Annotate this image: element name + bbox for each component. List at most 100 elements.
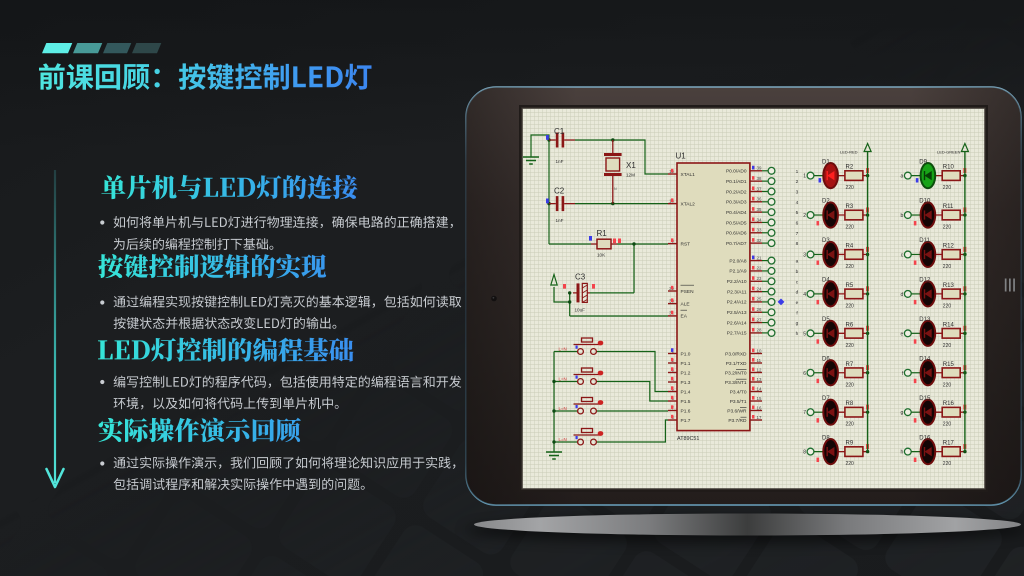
svg-text:2: 2: [796, 179, 799, 185]
svg-text:28: 28: [757, 328, 762, 333]
svg-text:34: 34: [757, 217, 762, 222]
svg-text:220: 220: [846, 422, 855, 428]
svg-text:220: 220: [846, 461, 855, 467]
svg-text:h: h: [796, 331, 799, 337]
svg-text:P2.0/A8: P2.0/A8: [729, 258, 746, 264]
svg-text:PSEN: PSEN: [681, 289, 695, 295]
svg-text:P0.3/AD3: P0.3/AD3: [726, 200, 747, 206]
svg-text:a: a: [796, 260, 799, 265]
svg-text:P2.1/A9: P2.1/A9: [729, 269, 746, 275]
svg-text:D2: D2: [822, 199, 830, 205]
svg-text:P0.5/AD5: P0.5/AD5: [726, 220, 747, 226]
svg-text:e: e: [901, 331, 904, 337]
svg-text:P3.3/INT1: P3.3/INT1: [725, 380, 747, 386]
svg-text:P2.5/A13: P2.5/A13: [727, 310, 747, 316]
svg-text:7: 7: [803, 410, 806, 416]
svg-text:b: b: [901, 213, 904, 219]
svg-text:c: c: [901, 252, 904, 258]
svg-text:P2.2/A10: P2.2/A10: [727, 279, 747, 285]
svg-text:D15: D15: [919, 396, 931, 402]
svg-text:27: 27: [757, 317, 762, 322]
svg-text:11: 11: [757, 358, 762, 363]
svg-text:C3: C3: [575, 273, 586, 282]
svg-text:14: 14: [757, 386, 762, 391]
svg-text:P2.6/A14: P2.6/A14: [727, 320, 747, 326]
svg-text:f: f: [796, 310, 798, 316]
svg-text:D12: D12: [919, 278, 931, 284]
svg-text:D14: D14: [919, 356, 931, 362]
svg-text:39: 39: [757, 166, 762, 171]
svg-text:38: 38: [757, 176, 762, 181]
svg-text:X1: X1: [626, 161, 636, 170]
svg-text:P3.6/WR: P3.6/WR: [727, 408, 747, 414]
svg-text:D10: D10: [919, 199, 931, 205]
svg-text:XTAL2: XTAL2: [681, 201, 696, 207]
svg-text:D6: D6: [822, 356, 830, 362]
svg-text:f: f: [902, 371, 904, 377]
svg-text:R12: R12: [943, 243, 955, 249]
svg-text:12: 12: [757, 367, 762, 372]
svg-text:P1.0: P1.0: [681, 351, 691, 357]
svg-text:220: 220: [943, 382, 952, 388]
svg-text:EA: EA: [681, 314, 688, 320]
svg-text:15: 15: [757, 396, 762, 401]
svg-text:8: 8: [803, 450, 806, 456]
svg-text:1: 1: [796, 169, 799, 175]
svg-text:R15: R15: [943, 362, 955, 368]
svg-text:P3.0/RXD: P3.0/RXD: [725, 351, 747, 357]
svg-text:D11: D11: [919, 238, 930, 244]
svg-text:P2.4/A12: P2.4/A12: [727, 300, 747, 306]
svg-text:R6: R6: [846, 322, 854, 328]
svg-text:P1.6: P1.6: [681, 408, 691, 414]
svg-text:16: 16: [757, 405, 762, 410]
svg-text:R17: R17: [943, 441, 955, 447]
svg-text:h: h: [901, 450, 904, 456]
svg-text:D3: D3: [822, 238, 830, 244]
svg-text:5: 5: [796, 210, 799, 216]
svg-text:D8: D8: [822, 435, 830, 441]
svg-text:220: 220: [846, 225, 855, 231]
svg-text:R10: R10: [943, 165, 955, 171]
svg-text:220: 220: [943, 343, 952, 349]
svg-text:220: 220: [846, 343, 855, 349]
svg-text:21: 21: [757, 255, 762, 260]
svg-text:33: 33: [757, 228, 762, 233]
svg-text:R16: R16: [943, 401, 955, 407]
svg-text:3: 3: [803, 252, 806, 258]
svg-text:220: 220: [943, 461, 952, 467]
svg-text:22: 22: [757, 266, 762, 271]
svg-text:a: a: [901, 174, 904, 180]
svg-text:220: 220: [943, 264, 952, 270]
svg-text:23: 23: [757, 276, 762, 281]
svg-text:d: d: [796, 290, 799, 296]
svg-text:220: 220: [943, 185, 952, 191]
svg-text:N: N: [614, 187, 617, 191]
svg-text:P2.3/A11: P2.3/A11: [727, 289, 747, 295]
svg-text:10uF: 10uF: [575, 308, 586, 313]
svg-text:P0.2/AD2: P0.2/AD2: [726, 189, 747, 195]
svg-text:P3.1/TXD: P3.1/TXD: [726, 361, 747, 367]
svg-text:R11: R11: [943, 204, 954, 210]
svg-text:C2: C2: [554, 187, 565, 196]
svg-text:L=N: L=N: [559, 347, 567, 352]
svg-text:P1.3: P1.3: [681, 380, 691, 386]
svg-text:35: 35: [757, 207, 762, 212]
svg-text:R3: R3: [846, 204, 854, 210]
svg-text:LED-GREEN: LED-GREEN: [937, 150, 960, 155]
svg-text:R2: R2: [846, 165, 854, 171]
svg-text:R9: R9: [846, 441, 854, 447]
svg-text:e: e: [796, 301, 799, 306]
svg-text:1nF: 1nF: [556, 159, 564, 164]
svg-text:P0.0/AD0: P0.0/AD0: [726, 169, 747, 175]
svg-text:P3.2/INT0: P3.2/INT0: [725, 370, 747, 376]
svg-text:7: 7: [796, 231, 799, 237]
svg-text:220: 220: [943, 422, 952, 428]
svg-text:8: 8: [796, 241, 799, 247]
svg-text:R4: R4: [846, 243, 854, 249]
svg-text:P0.4/AD4: P0.4/AD4: [726, 210, 747, 216]
svg-text:P1.2: P1.2: [681, 370, 691, 376]
svg-text:220: 220: [846, 382, 855, 388]
svg-text:220: 220: [846, 303, 855, 309]
svg-text:10: 10: [757, 348, 762, 353]
svg-text:P3.5/T1: P3.5/T1: [730, 399, 747, 405]
